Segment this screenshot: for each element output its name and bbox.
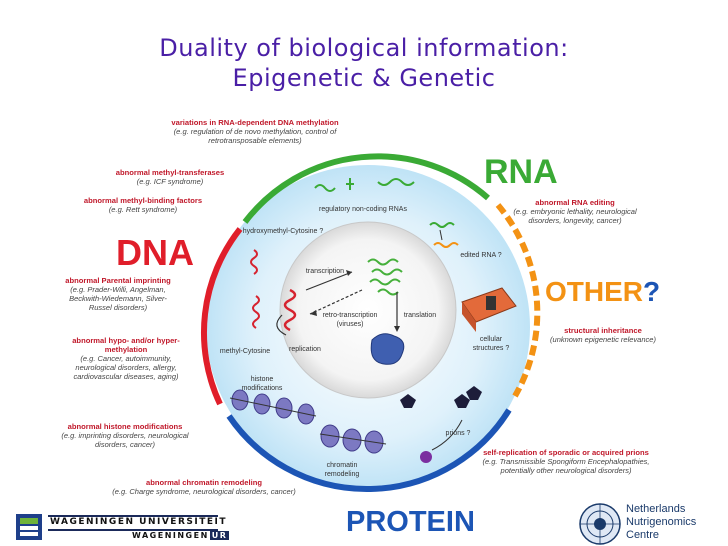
- structural-inheritance-label: structural inheritance (unknown epigenet…: [550, 326, 656, 344]
- transcription-label: transcription: [305, 268, 345, 275]
- protein-structure-icon: [370, 333, 405, 365]
- methyl-transferases-label: abnormal methyl-transferases (e.g. ICF s…: [115, 168, 225, 186]
- protein-arc: [226, 408, 512, 493]
- parental-imprinting-label: abnormal Parental imprinting (e.g. Prade…: [65, 276, 171, 312]
- slide-title-line-2: Epigenetic & Genetic: [232, 64, 496, 92]
- edited-rna-label: edited RNA ?: [460, 252, 502, 259]
- methyl-binding-label: abnormal methyl-binding factors (e.g. Re…: [83, 196, 203, 214]
- retro-transcription-arrow: [309, 289, 363, 315]
- rna-editing-label: abnormal RNA editing (e.g. embryonic let…: [513, 198, 637, 225]
- replication-arrow: [276, 314, 287, 336]
- methyl-cytosine-label: methyl-Cytosine: [219, 348, 271, 355]
- chromatin-remodeling-label: chromatin remodeling: [324, 462, 360, 478]
- slide-title-line-1: Duality of biological information:: [159, 34, 569, 62]
- rna-label: RNA: [484, 153, 558, 191]
- hydroxymethyl-dna-icon: [250, 249, 258, 275]
- edited-rna-strand-icon: [433, 242, 459, 248]
- hypo-hyper-methylation-label: abnormal hypo- and/or hyper-methylation …: [72, 336, 180, 381]
- transcription-arrow: [305, 271, 353, 291]
- prion-replication-label: self-replication of sporadic or acquired…: [482, 448, 650, 475]
- methyl-dna-icon: [252, 295, 260, 329]
- rna-strand-top-icon: [429, 222, 455, 228]
- nutrigenomics-globe-icon: [579, 503, 621, 545]
- ncrna-icon-3: [377, 178, 415, 186]
- nutrigenomics-logo-line-1: Netherlands: [626, 503, 686, 515]
- core-circle: [279, 221, 457, 399]
- nutrigenomics-logo-line-2: Nutrigenomics: [626, 516, 697, 528]
- rna-arc: [242, 153, 490, 224]
- other-label: OTHER?: [545, 276, 661, 307]
- cellular-structures-label: cellular structures ?: [472, 336, 510, 352]
- protein-label: PROTEIN: [346, 506, 475, 538]
- dna-helix-icon: [283, 288, 297, 332]
- hydroxymethyl-cytosine-label: hydroxymethyl-Cytosine ?: [242, 228, 324, 235]
- chromatin-remodeling-disorder-label: abnormal chromatin remodeling (e.g. Char…: [112, 478, 296, 496]
- rna-strands-icon: [367, 258, 403, 296]
- dna-label: DNA: [116, 232, 194, 273]
- nutrigenomics-logo-line-3: Centre: [626, 529, 660, 541]
- retro-transcription-label: retro-transcription (viruses): [322, 312, 378, 328]
- ncrna-icon-1: [314, 184, 336, 192]
- histone-modifications-label: histone modifications: [241, 376, 283, 392]
- regulatory-ncrna-label: regulatory non-coding RNAs: [319, 206, 407, 213]
- wageningen-logo-line-1: WAGENINGEN UNIVERSITEIT: [50, 517, 227, 527]
- wageningen-shield-icon: [16, 514, 42, 540]
- prion-icon: [400, 386, 482, 408]
- translation-label: translation: [403, 312, 437, 319]
- dna-arc: [200, 227, 243, 406]
- ncrna-icon-2: [346, 178, 354, 190]
- histone-modifications-disorder-label: abnormal histone modifications (e.g. imp…: [61, 422, 189, 449]
- rna-dependent-methylation-label: variations in RNA-dependent DNA methylat…: [171, 118, 339, 145]
- cellular-structure-icon: [461, 287, 517, 332]
- prions-label: prions ?: [445, 430, 471, 437]
- prion-dot-icon: [420, 451, 432, 463]
- replication-label: replication: [289, 346, 321, 353]
